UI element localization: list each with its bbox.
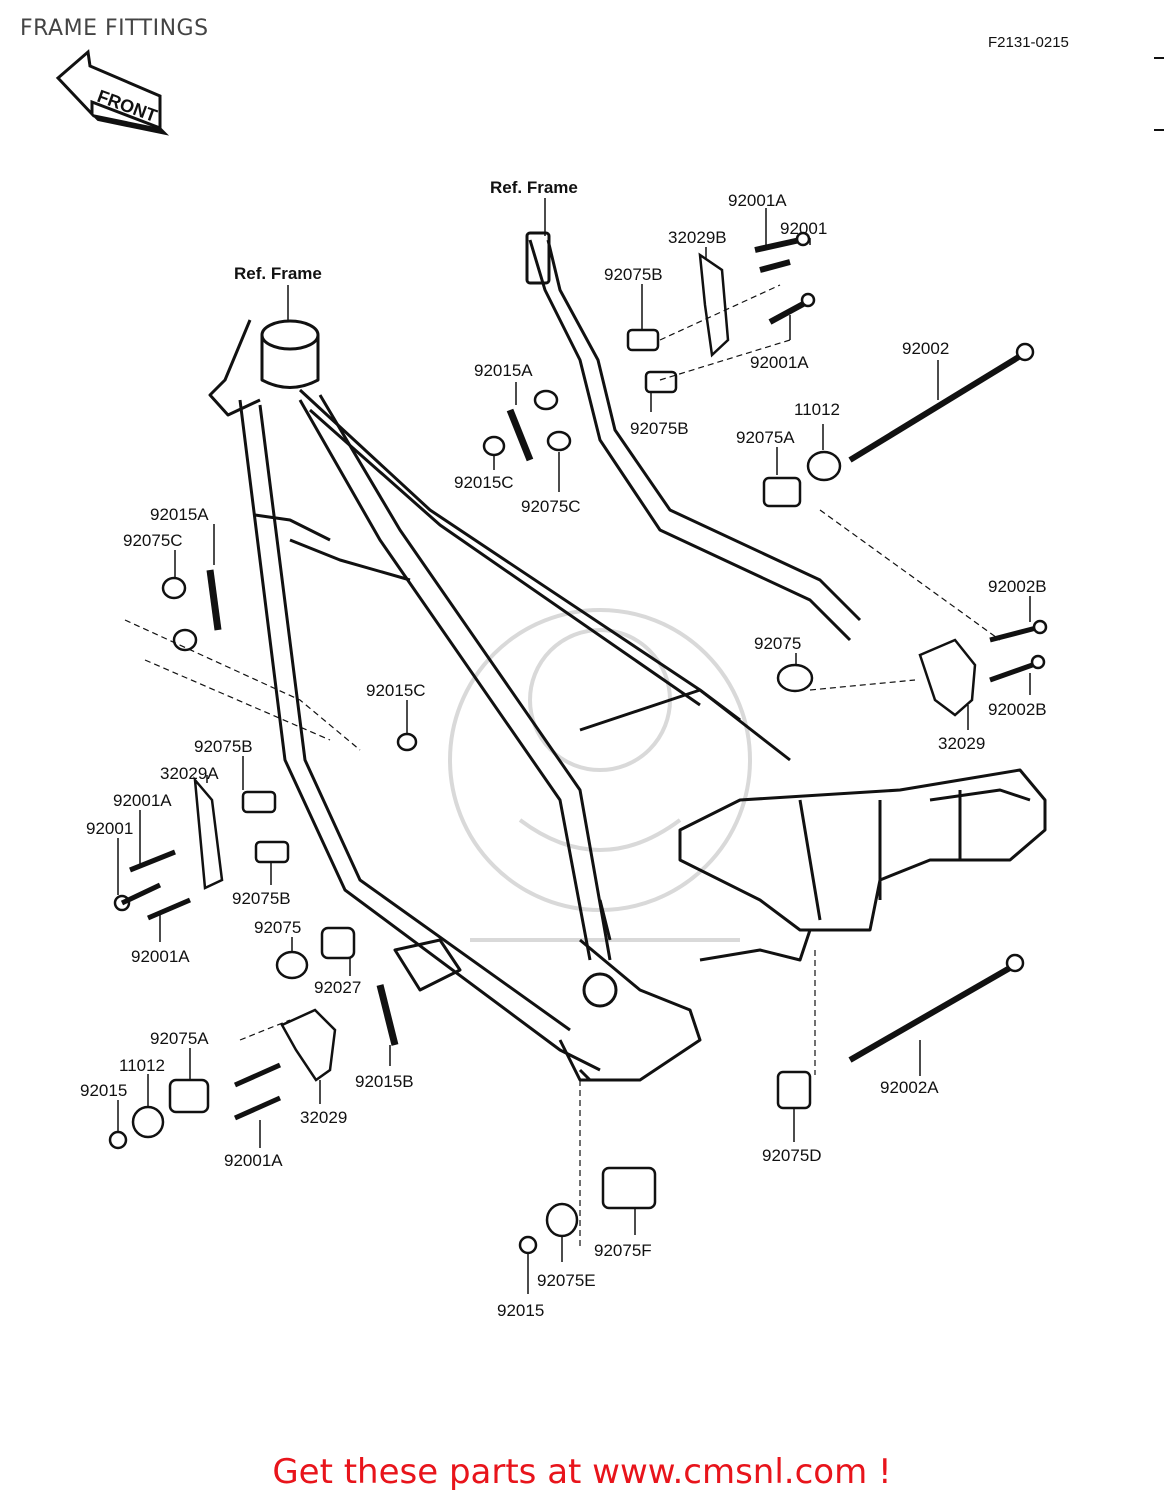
part-label: 92015A xyxy=(150,505,209,524)
part-label: 32029B xyxy=(668,228,727,247)
part-label: 32029 xyxy=(300,1108,347,1127)
part-label: 92015 xyxy=(497,1301,544,1320)
part-label: 92001 xyxy=(86,819,133,838)
part-label: 92001A xyxy=(131,947,190,966)
edge-marks xyxy=(1154,57,1164,131)
part-label: 92001A xyxy=(113,791,172,810)
part-label: 92075 xyxy=(754,634,801,653)
part-label: 92075A xyxy=(150,1029,209,1048)
part-label: 92075D xyxy=(762,1146,822,1165)
part-label: 92075 xyxy=(254,918,301,937)
watermark-logo xyxy=(448,608,752,942)
part-label: 92075A xyxy=(736,428,795,447)
part-label: 92015A xyxy=(474,361,533,380)
part-label: 32029 xyxy=(938,734,985,753)
part-label: 11012 xyxy=(119,1056,165,1075)
diagram-code: F2131-0215 xyxy=(988,34,1069,51)
part-label: 92075B xyxy=(604,265,663,284)
part-label: 92015 xyxy=(80,1081,127,1100)
part-label: 92002B xyxy=(988,577,1047,596)
part-label: 92015B xyxy=(355,1072,414,1091)
ref-frame-label-front: Ref. Frame xyxy=(234,264,322,283)
fasteners xyxy=(108,231,1048,1255)
part-label: 92075B xyxy=(630,419,689,438)
front-arrow-icon: FRONT xyxy=(55,49,170,136)
ref-frame-label-rear: Ref. Frame xyxy=(490,178,578,197)
part-label: 92015C xyxy=(366,681,426,700)
page-title: FRAME FITTINGS xyxy=(20,16,209,41)
part-label: 92015C xyxy=(454,473,514,492)
part-label: 92075C xyxy=(521,497,581,516)
part-label: 92002B xyxy=(988,700,1047,719)
alignment-lines xyxy=(124,284,1001,1250)
part-label: 11012 xyxy=(794,400,840,419)
part-label: 32029A xyxy=(160,764,219,783)
part-label: 92075B xyxy=(232,889,291,908)
part-label: 92075F xyxy=(594,1241,652,1260)
motorcycle-frame xyxy=(208,231,1047,1082)
part-label: 92002A xyxy=(880,1078,939,1097)
leader-lines xyxy=(117,198,1031,1294)
part-label: 92001 xyxy=(780,219,827,238)
part-label: 92075E xyxy=(537,1271,596,1290)
part-label: 92001A xyxy=(728,191,787,210)
part-label: 92001A xyxy=(750,353,809,372)
part-label: 92001A xyxy=(224,1151,283,1170)
part-label: 92027 xyxy=(314,978,361,997)
part-label: 92002 xyxy=(902,339,949,358)
part-label: 92075C xyxy=(123,531,183,550)
part-label: 92075B xyxy=(194,737,253,756)
footer-banner: Get these parts at www.cmsnl.com ! xyxy=(272,1452,892,1492)
